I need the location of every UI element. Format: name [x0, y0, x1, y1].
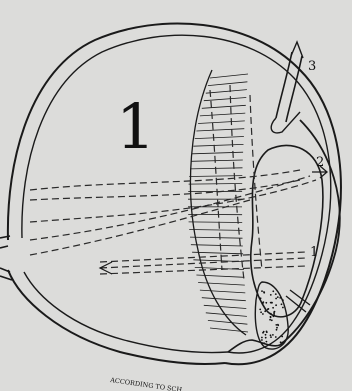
ciliary-fan-line	[200, 113, 245, 116]
stipple-dot	[281, 336, 283, 338]
stipple-dot	[264, 310, 266, 312]
ciliary-fan-line	[190, 237, 243, 238]
ciliary-fan-line	[202, 105, 246, 108]
ciliary-fan-line	[189, 230, 242, 231]
stipple-dot	[262, 301, 264, 303]
stipple-dot	[260, 311, 262, 313]
ciliary-fan-line	[202, 298, 246, 301]
stipple-dot	[277, 296, 279, 298]
ciliary-fan-line	[198, 283, 245, 286]
ciliary-fan-line	[208, 82, 248, 86]
stipple-dot	[266, 331, 268, 333]
ciliary-fan-line	[192, 152, 243, 154]
stipple-dot	[265, 334, 267, 336]
stipple-dot	[270, 316, 272, 318]
stipple-dot	[270, 294, 272, 296]
arrow-3-head	[291, 42, 303, 58]
stipple-dot	[276, 329, 278, 331]
stipple-dot	[270, 302, 272, 304]
ciliary-fan-line	[191, 245, 243, 246]
stipple-dot	[272, 334, 274, 336]
stipple-dot	[262, 332, 264, 334]
stipple-dot	[261, 337, 263, 339]
stipple-dot	[272, 307, 274, 309]
ciliary-fan-line	[204, 98, 247, 101]
ciliary-fan-line	[189, 184, 243, 185]
caption: ACCORDING TO SCH...	[109, 376, 189, 391]
stipple-dot	[270, 336, 272, 338]
stipple-dot	[275, 336, 277, 338]
stipple-dot	[261, 290, 263, 292]
stipple-dot	[275, 324, 277, 326]
stipple-dot	[270, 313, 272, 315]
ciliary-fan-line	[200, 290, 245, 293]
stipple-dot	[279, 297, 281, 299]
ciliary-fan-line	[206, 90, 247, 94]
stipple-dot	[276, 327, 278, 329]
stipple-dot	[282, 299, 284, 301]
eyeball-lower-wall	[8, 270, 225, 364]
ciliary-fan-line	[208, 320, 248, 324]
ciliary-fan-line	[196, 129, 244, 131]
stipple-dot	[265, 302, 267, 304]
canal-hook	[271, 112, 300, 133]
ciliary-fan-line	[198, 121, 245, 124]
stipple-dot	[269, 319, 271, 321]
ciliary-fan-line	[192, 252, 243, 254]
label-arrow-2: 2	[316, 155, 324, 170]
ciliary-fan-line	[195, 137, 244, 139]
limbus	[228, 340, 280, 352]
stipple-dot	[262, 313, 264, 315]
ciliary-fan-line	[204, 305, 247, 308]
ciliary-fan-line	[193, 144, 243, 146]
stipple-dot	[281, 303, 283, 305]
stipple-dot	[275, 304, 277, 306]
ciliary-fan-line	[191, 160, 243, 161]
stipple-dot	[260, 297, 262, 299]
stipple-dot	[277, 324, 279, 326]
light-rays	[30, 85, 316, 280]
label-arrow-3: 3	[308, 59, 316, 74]
stipple-dot	[266, 341, 268, 343]
stipple-dot	[271, 319, 273, 321]
ciliary-fan-line	[210, 74, 248, 78]
stipple-dot	[259, 309, 261, 311]
stipple-dot	[272, 290, 274, 292]
stipple-dot	[273, 314, 275, 316]
stipple-dot	[270, 334, 272, 336]
stipple-dot	[274, 311, 276, 313]
outflow-channel	[276, 52, 302, 122]
stipple-dot	[261, 339, 263, 341]
stipple-dot	[282, 307, 284, 309]
eyeball-lower-inner-wall	[24, 272, 228, 353]
stipple-dot	[275, 293, 277, 295]
stipple-dot	[280, 341, 282, 343]
ciliary-fan-line	[196, 275, 244, 277]
stipple-dot	[265, 337, 267, 339]
stipple-dot	[275, 298, 277, 300]
label-arrow-1: 1	[310, 245, 318, 260]
ciliary-fan-line	[189, 222, 243, 223]
stipple-dot	[267, 308, 269, 310]
stipple-dot	[263, 291, 265, 293]
ciliary-fan-line	[210, 328, 248, 332]
label-chamber-1: 1	[116, 90, 155, 163]
stipple-dot	[282, 342, 284, 344]
